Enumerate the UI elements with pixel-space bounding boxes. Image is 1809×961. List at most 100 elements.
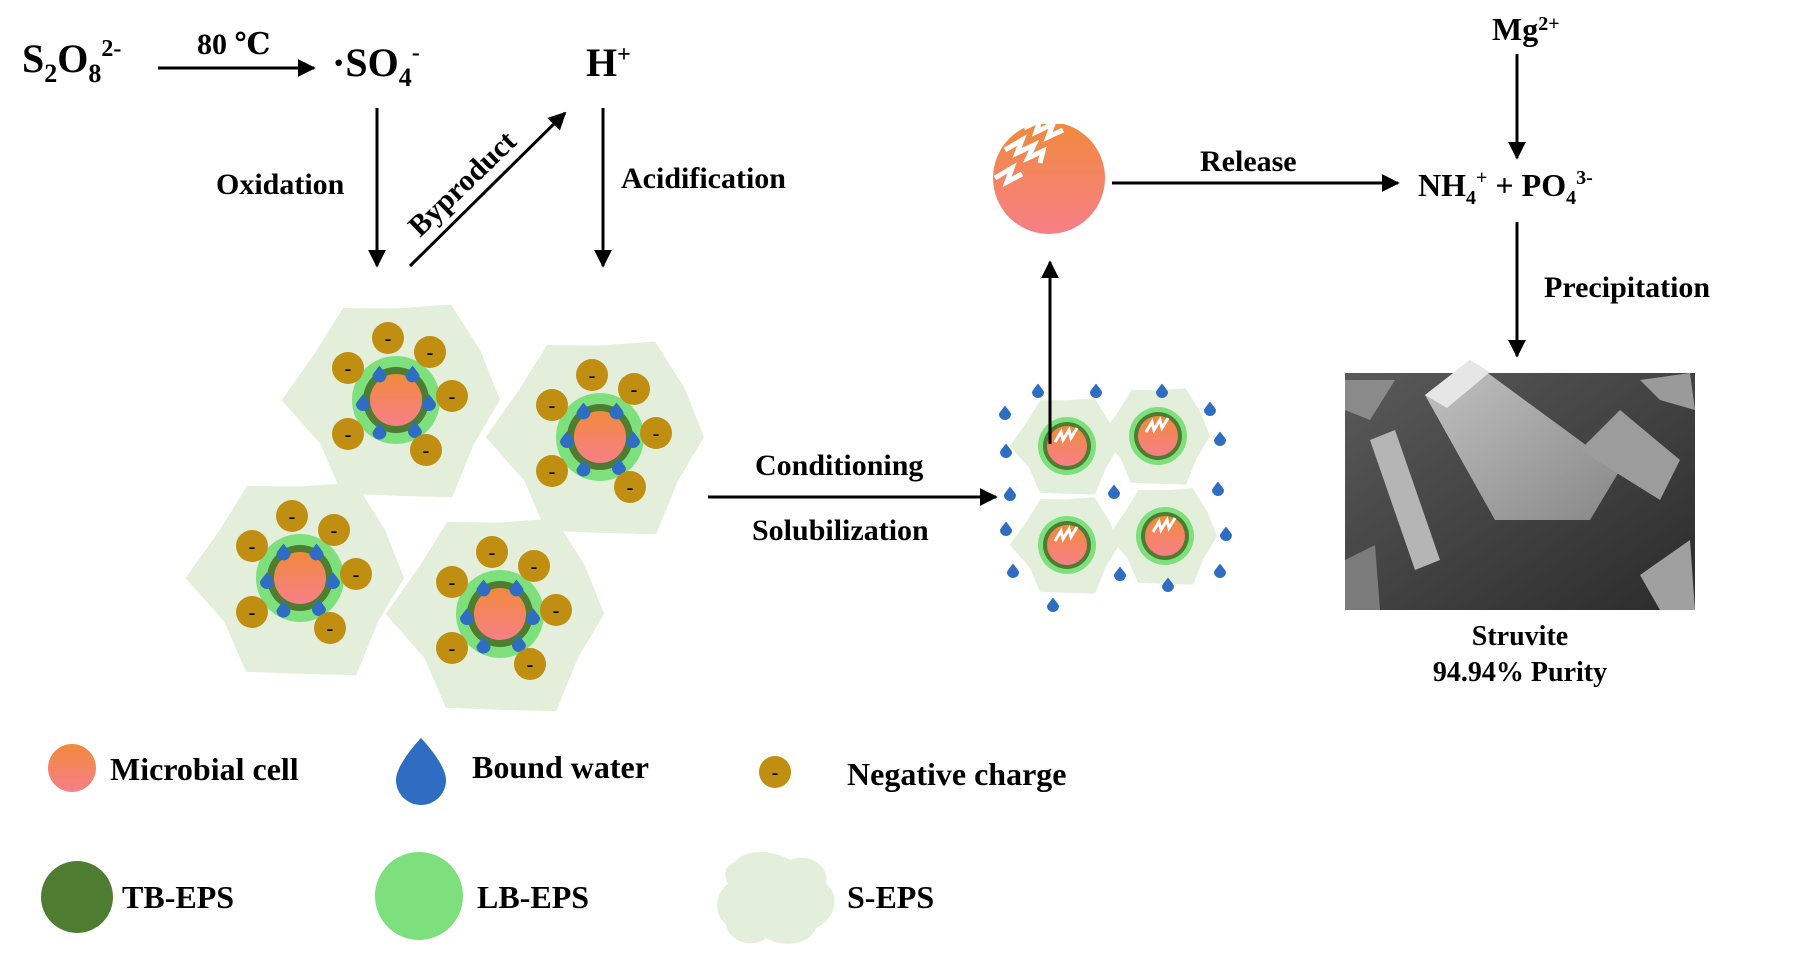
disrupted-cell	[1009, 398, 1119, 495]
oxidation-label: Oxidation	[216, 168, 345, 201]
svg-text:-: -	[385, 328, 392, 350]
legend-item-negative-charge: - Negative charge	[759, 756, 1066, 792]
svg-text:-: -	[327, 618, 334, 640]
bound-water-drop	[509, 579, 524, 597]
sludge-floc: ------	[485, 341, 704, 535]
lysed-cell-icon	[993, 112, 1105, 234]
negative-charge: -	[372, 322, 404, 354]
negative-charge: -	[332, 418, 364, 450]
bound-water-drop	[326, 572, 340, 589]
svg-text:-: -	[549, 395, 556, 417]
bound-water-drop	[526, 608, 540, 625]
negative-charge: -	[514, 648, 546, 680]
bound-water-drop	[576, 402, 591, 420]
bound-water-drop	[1007, 563, 1019, 578]
svg-text:-: -	[631, 379, 638, 401]
negative-charge: -	[614, 471, 646, 503]
sludge-floc-cluster: ------------------------	[185, 304, 704, 712]
charge-symbol: -	[772, 762, 779, 784]
disrupted-cell	[1107, 488, 1217, 585]
temperature-label: 80 ℃	[197, 28, 270, 61]
bound-water-drop	[372, 422, 387, 440]
sludge-floc: ------	[385, 518, 604, 712]
bound-water-drop	[476, 579, 491, 597]
nutrient-ions: NH4++PO43-	[1418, 167, 1593, 209]
bound-water-drop	[1000, 521, 1012, 536]
bound-water-drop	[405, 365, 420, 383]
legend-label: Negative charge	[847, 756, 1066, 792]
bound-water-drop	[422, 394, 436, 411]
proton-formula: H+	[586, 40, 631, 85]
negative-charge: -	[332, 352, 364, 384]
svg-text:-: -	[345, 358, 352, 380]
bound-water-drop	[311, 599, 326, 617]
bound-water-drop	[1032, 383, 1044, 398]
bound-water-drop	[1220, 526, 1232, 541]
bound-water-drop	[372, 365, 387, 383]
bound-water-drop	[309, 543, 324, 561]
negative-charge: -	[314, 612, 346, 644]
legend-item-bound-water: Bound water	[396, 738, 649, 805]
bound-water-drop	[609, 402, 624, 420]
svg-text:-: -	[653, 423, 660, 445]
svg-text:-: -	[527, 654, 534, 676]
legend-item-microbial-cell: Microbial cell	[48, 744, 299, 792]
negative-charge: -	[340, 558, 372, 590]
svg-text:-: -	[289, 506, 296, 528]
byproduct-arrow	[408, 111, 567, 268]
legend-label: S-EPS	[847, 879, 934, 915]
svg-text:-: -	[249, 536, 256, 558]
tb-eps-icon	[41, 861, 113, 933]
negative-charge: -	[540, 594, 572, 626]
bound-water-drop	[356, 394, 370, 411]
svg-text:-: -	[449, 638, 456, 660]
legend-label: Bound water	[472, 749, 649, 785]
microbial-cell-icon	[48, 744, 96, 792]
bound-water-drop	[1108, 484, 1120, 499]
svg-text:-: -	[345, 424, 352, 446]
bound-water-drop	[611, 458, 626, 476]
negative-charge: -	[236, 596, 268, 628]
sludge-floc: ------	[185, 482, 404, 676]
bound-water-drop	[1156, 383, 1168, 398]
bound-water-drop	[260, 572, 274, 589]
negative-charge: -	[414, 336, 446, 368]
svg-text:-: -	[249, 602, 256, 624]
bound-water-drop	[1214, 563, 1226, 578]
svg-text:-: -	[589, 365, 596, 387]
purity-label: 94.94% Purity	[1433, 657, 1607, 688]
legend-label: LB-EPS	[477, 879, 589, 915]
negative-charge: -	[436, 632, 468, 664]
svg-text:-: -	[449, 386, 456, 408]
sulfate-radical-formula: ·SO4-	[332, 40, 420, 92]
magnesium-ion: Mg2+	[1492, 11, 1560, 47]
negative-charge: -	[436, 380, 468, 412]
svg-text:-: -	[531, 556, 538, 578]
negative-charge: -	[436, 566, 468, 598]
svg-text:-: -	[331, 520, 338, 542]
bound-water-drop	[999, 405, 1011, 420]
svg-text:-: -	[427, 342, 434, 364]
struvite-label: Struvite	[1472, 621, 1568, 652]
bound-water-drop	[1204, 401, 1216, 416]
bound-water-drop	[276, 543, 291, 561]
water-drop-icon	[396, 738, 446, 805]
disrupted-cell-cluster	[999, 383, 1232, 612]
legend-item-lb-eps: LB-EPS	[375, 852, 589, 940]
svg-text:-: -	[553, 600, 560, 622]
legend-item-tb-eps: TB-EPS	[41, 861, 234, 933]
microbial-cell	[474, 588, 526, 640]
svg-text:-: -	[353, 564, 360, 586]
bound-water-drop	[626, 431, 640, 448]
negative-charge: -	[276, 500, 308, 532]
bound-water-drop	[276, 600, 291, 618]
negative-charge: -	[640, 417, 672, 449]
negative-charge-icon	[759, 756, 791, 788]
bound-water-drop	[1114, 566, 1126, 581]
legend-label: TB-EPS	[122, 879, 234, 915]
negative-charge: -	[618, 373, 650, 405]
bound-water-drop	[1212, 481, 1224, 496]
legend-item-s-eps: S-EPS	[717, 851, 934, 944]
acidification-label: Acidification	[621, 162, 786, 195]
bound-water-drop	[1000, 443, 1012, 458]
